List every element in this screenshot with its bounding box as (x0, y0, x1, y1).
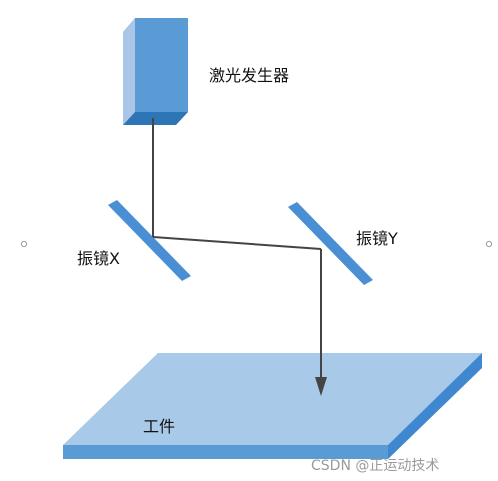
mirror-x (108, 200, 191, 281)
laser-beam (152, 118, 327, 396)
mirror-y (288, 202, 373, 285)
mirror-x-label: 振镜X (77, 249, 120, 268)
left-handle-circle (20, 240, 28, 248)
workpiece-plate (63, 353, 482, 459)
beam-arrowhead (315, 377, 327, 396)
workpiece-label: 工件 (143, 417, 176, 436)
laser-generator (123, 18, 188, 125)
right-handle-circle (485, 240, 493, 248)
mirror-y-label: 振镜Y (356, 229, 398, 248)
watermark: CSDN @正运动技术 (311, 458, 440, 474)
laser-generator-label: 激光发生器 (209, 66, 290, 85)
